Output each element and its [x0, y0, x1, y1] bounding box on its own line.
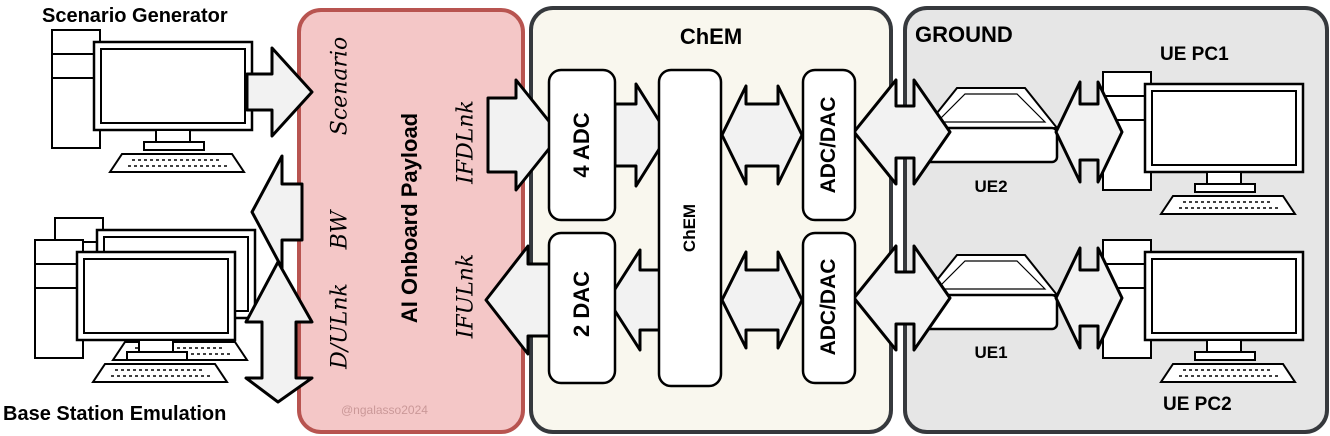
chem-title: ChEM: [679, 24, 743, 49]
payload-title: AI Onboard Payload: [397, 112, 422, 324]
chem-core-label: ChEM: [680, 203, 699, 253]
adc-to-chem-arrow-icon: [613, 82, 670, 188]
scenario-label: Scenario: [327, 36, 353, 136]
adc-box: [547, 68, 617, 222]
ground-title: GROUND: [915, 22, 1013, 47]
ue-pc1-label: UE PC1: [1160, 44, 1229, 65]
adcdac-bottom-box: [801, 231, 857, 385]
ifdlnk-label: IFDLnk: [453, 100, 479, 184]
adc-label: 4 ADC: [569, 112, 594, 178]
ifdlnk-arrow-icon: [486, 78, 562, 192]
chem-to-dac-arrow-icon: [606, 248, 662, 352]
base-station-emulation-label: Base Station Emulation: [3, 403, 227, 425]
adcdac-top-label: ADC/DAC: [817, 96, 840, 194]
ue1-label: UE1: [974, 343, 1008, 362]
watermark: @ngalasso2024: [341, 403, 428, 417]
dac-label: 2 DAC: [569, 270, 594, 338]
dac-box: [547, 231, 617, 385]
bw-label: BW: [327, 210, 353, 250]
scenario-generator-label: Scenario Generator: [42, 5, 228, 27]
adcdac-ue1-arrow-icon: [852, 244, 952, 352]
ue2-label: UE2: [974, 177, 1008, 196]
adcdac-top-box: [801, 68, 857, 222]
ue-pc2-label: UE PC2: [1163, 394, 1232, 415]
bw-arrow-icon: [250, 154, 304, 270]
adcdac-ue2-arrow-icon: [852, 78, 952, 186]
ifulnk-label: IFULnk: [453, 253, 479, 339]
chem-core-box: [657, 68, 723, 388]
dulnk-label: D/ULnk: [327, 283, 353, 369]
dulnk-arrow-icon: [244, 260, 314, 404]
adcdac-bottom-label: ADC/DAC: [817, 258, 840, 356]
scenario-generator-computer-icon: [50, 28, 254, 174]
ue1-pc2-arrow-icon: [1054, 246, 1124, 350]
scenario-arrow-icon: [245, 46, 314, 138]
ue2-pc1-arrow-icon: [1054, 80, 1124, 184]
